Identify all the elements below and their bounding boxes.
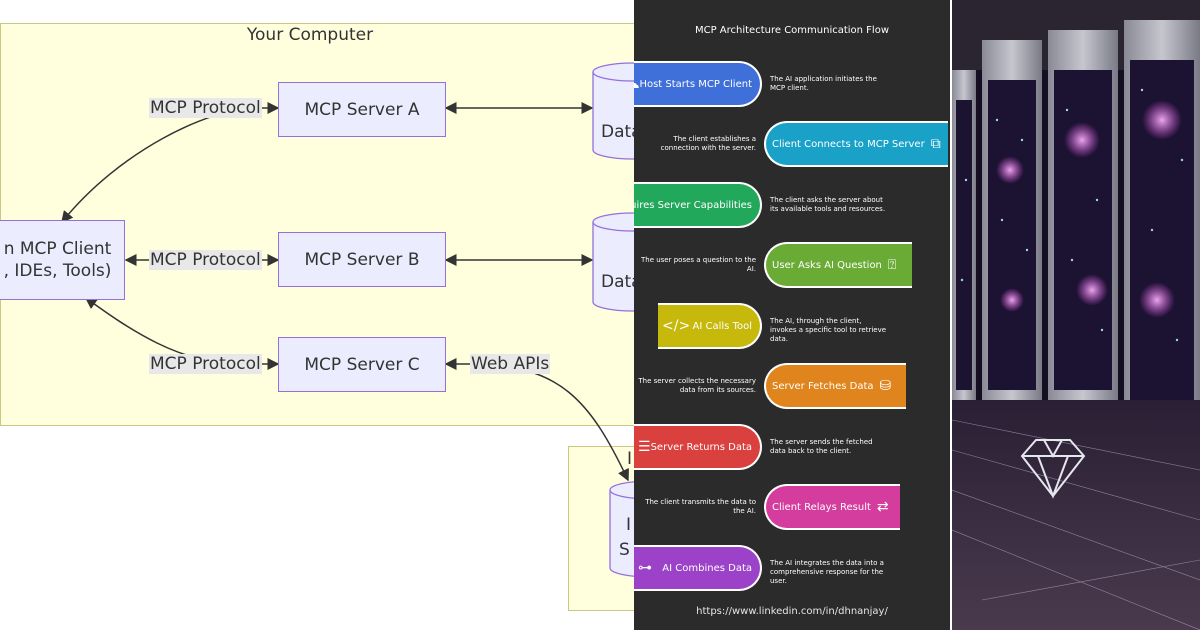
flow-step-label: Inquires Server Capabilities (634, 199, 752, 211)
server-return-icon: ☰ (638, 439, 651, 455)
database-a-label: Data (601, 122, 634, 142)
flow-step-description: The AI integrates the data into a compre… (770, 559, 884, 585)
panel-divider (950, 0, 952, 630)
internet-cluster-title: I (627, 449, 633, 469)
user-question-icon: ⍰ (887, 257, 897, 273)
flow-step-9: ⊶ AI Combines Data (634, 545, 762, 591)
flow-step-label: AI Combines Data (662, 562, 752, 574)
database-remote-icon (609, 481, 634, 577)
database-fetch-icon: ⛁ (879, 378, 892, 394)
mcp-server-c-node: MCP Server C (278, 337, 446, 392)
mcp-server-b-node: MCP Server B (278, 232, 446, 287)
edge-label-webapis: Web APIs (470, 354, 551, 374)
remote-db-text-1: I (626, 515, 632, 535)
flow-step-description: The AI application initiates the MCP cli… (770, 75, 877, 92)
flow-step-label: AI Calls Tool (692, 320, 752, 332)
rack-lights (960, 88, 1184, 342)
flow-step-label: Client Relays Result (772, 501, 871, 513)
flow-step-2: Client Connects to MCP Server ⧉ (764, 121, 948, 167)
server-room-illustration (952, 0, 1200, 630)
remote-db-text-2: S (619, 540, 630, 560)
flow-title: MCP Architecture Communication Flow (694, 25, 890, 36)
edge-label-protocol-a: MCP Protocol (149, 98, 262, 118)
flow-step-4: User Asks AI Question ⍰ (764, 242, 912, 288)
flow-step-description: The client transmits the data to the AI. (645, 498, 756, 515)
flow-step-description: The user poses a question to the AI. (640, 256, 756, 273)
database-b-label: Data (601, 272, 634, 292)
edge-client-server-a (61, 102, 280, 224)
floor-streaks (952, 419, 1200, 630)
flow-step-7: ☰Server Returns Data (634, 424, 762, 470)
flow-step-label: Host Starts MCP Client (639, 78, 752, 90)
mcp-client-node: n MCP Client , IDEs, Tools) (0, 220, 125, 300)
code-tool-icon: </> (662, 318, 691, 334)
network-icon: ⧉ (930, 136, 941, 152)
database-a-icon (592, 62, 634, 160)
floor (952, 400, 1200, 630)
flow-step-description: The client establishes a connection with… (660, 135, 756, 152)
cloud-server-icon: ☁ (634, 76, 639, 92)
hierarchy-icon: ⊶ (638, 560, 652, 576)
server-room-image (952, 0, 1200, 630)
flow-step-label: Server Fetches Data (772, 380, 874, 392)
relay-icon: ⇄ (876, 499, 889, 515)
architecture-diagram-panel: I Your Computer (0, 23, 634, 611)
flow-step-5: </>AI Calls Tool (658, 303, 762, 349)
server-racks (952, 20, 1200, 410)
cluster-title: Your Computer (246, 25, 374, 45)
mcp-server-a-node: MCP Server A (278, 82, 446, 137)
edge-server-c-webapis (444, 358, 629, 482)
edge-label-protocol-c: MCP Protocol (149, 354, 262, 374)
flow-step-label: Server Returns Data (650, 441, 752, 453)
flow-step-6: Server Fetches Data ⛁ (764, 363, 906, 409)
database-b-icon (592, 212, 634, 312)
flow-step-description: The server collects the necessary data f… (638, 377, 756, 394)
diamond-logo-icon (1020, 439, 1086, 499)
communication-flow-panel: MCP Architecture Communication Flow ☁Hos… (634, 0, 950, 630)
flow-step-8: Client Relays Result ⇄ (764, 484, 900, 530)
edge-label-protocol-b: MCP Protocol (149, 250, 262, 270)
flow-step-description: The AI, through the client, invokes a sp… (770, 317, 887, 343)
flow-step-1: ☁Host Starts MCP Client (634, 61, 762, 107)
flow-step-label: User Asks AI Question (772, 259, 882, 271)
flow-step-3: Inquires Server Capabilities (634, 182, 762, 228)
flow-step-label: Client Connects to MCP Server (772, 138, 925, 150)
flow-step-description: The client asks the server about its ava… (770, 196, 886, 213)
flow-step-description: The server sends the fetched data back t… (770, 438, 873, 455)
linkedin-url: https://www.linkedin.com/in/dhnanjay/ (696, 606, 888, 617)
